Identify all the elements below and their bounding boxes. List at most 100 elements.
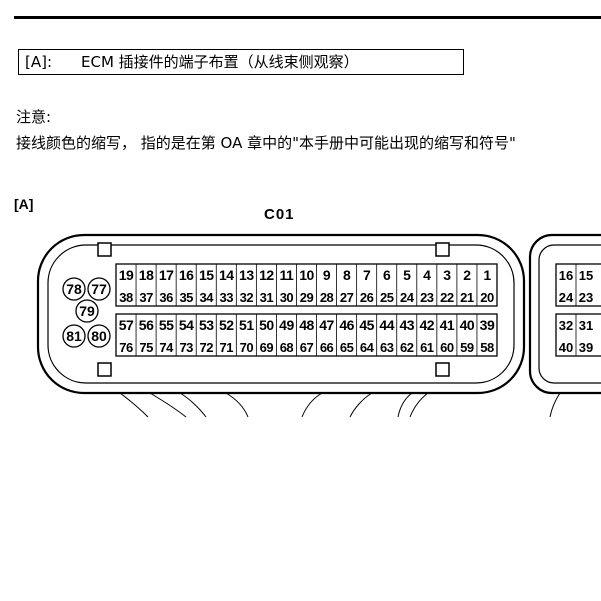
terminal-label: 64 xyxy=(360,340,375,355)
terminal-label: 36 xyxy=(159,290,173,305)
left-terminal: 81 xyxy=(62,324,86,348)
left-terminal-label: 80 xyxy=(91,328,107,344)
diagram-marker: [A] xyxy=(14,196,33,212)
terminal-label: 3 xyxy=(443,267,451,283)
terminal-label: 58 xyxy=(480,340,494,355)
terminal-label: 67 xyxy=(300,340,314,355)
terminal-label: 57 xyxy=(119,317,134,333)
terminal-label: 40 xyxy=(460,317,475,333)
terminal-label: 11 xyxy=(280,267,295,283)
terminal-label: 2 xyxy=(463,267,471,283)
terminal-label: 16 xyxy=(179,267,194,283)
section-title: ECM 插接件的端子布置（从线束侧观察） xyxy=(81,53,359,71)
second-terminal-label: 16 xyxy=(559,268,573,283)
terminal-label: 74 xyxy=(159,340,174,355)
second-terminal-label: 39 xyxy=(579,340,593,355)
section-label-box: [A]:ECM 插接件的端子布置（从线束侧观察） xyxy=(18,49,464,75)
second-terminal-label: 40 xyxy=(559,340,573,355)
terminal-label: 23 xyxy=(420,290,434,305)
second-terminal-label: 31 xyxy=(579,318,593,333)
left-terminal: 77 xyxy=(87,277,111,301)
wire-harness xyxy=(119,392,561,418)
terminal-label: 34 xyxy=(200,290,215,305)
terminal-label: 30 xyxy=(280,290,294,305)
terminal-label: 65 xyxy=(340,340,354,355)
terminal-label: 71 xyxy=(220,340,234,355)
terminal-label: 33 xyxy=(220,290,234,305)
terminal-label: 62 xyxy=(400,340,414,355)
terminal-label: 39 xyxy=(480,317,495,333)
terminal-label: 7 xyxy=(363,267,371,283)
terminal-label: 44 xyxy=(379,317,394,333)
terminal-label: 49 xyxy=(279,317,294,333)
left-terminal: 78 xyxy=(62,277,86,301)
second-terminal-label: 15 xyxy=(579,268,593,283)
terminal-label: 20 xyxy=(480,290,494,305)
terminal-label: 75 xyxy=(139,340,153,355)
terminal-label: 47 xyxy=(319,317,334,333)
terminal-label: 10 xyxy=(299,267,314,283)
terminal-label: 24 xyxy=(400,290,415,305)
second-terminal-label: 23 xyxy=(579,290,593,305)
terminal-label: 43 xyxy=(399,317,414,333)
terminal-label: 4 xyxy=(423,267,431,283)
terminal-label: 56 xyxy=(139,317,154,333)
terminal-label: 27 xyxy=(340,290,354,305)
terminal-label: 53 xyxy=(199,317,214,333)
terminal-label: 26 xyxy=(360,290,374,305)
left-terminal: 80 xyxy=(87,324,111,348)
terminal-label: 19 xyxy=(119,267,134,283)
note-text: 接线颜色的缩写， 指的是在第 OA 章中的"本手册中可能出现的缩写和符号" xyxy=(16,134,516,152)
terminal-label: 25 xyxy=(380,290,394,305)
terminal-label: 6 xyxy=(383,267,391,283)
second-terminal-label: 32 xyxy=(559,318,573,333)
terminal-label: 28 xyxy=(320,290,334,305)
terminal-label: 66 xyxy=(320,340,334,355)
terminal-label: 35 xyxy=(179,290,193,305)
terminal-label: 45 xyxy=(359,317,374,333)
terminal-label: 48 xyxy=(299,317,314,333)
terminal-label: 31 xyxy=(260,290,274,305)
left-terminal-label: 78 xyxy=(66,281,82,297)
terminal-label: 60 xyxy=(440,340,454,355)
terminal-label: 13 xyxy=(239,267,254,283)
terminal-label: 73 xyxy=(179,340,193,355)
terminal-label: 32 xyxy=(240,290,254,305)
top-rule xyxy=(14,16,601,19)
terminal-label: 61 xyxy=(420,340,434,355)
terminal-label: 8 xyxy=(343,267,351,283)
terminal-label: 50 xyxy=(259,317,274,333)
left-terminal-label: 81 xyxy=(66,328,82,344)
terminal-label: 63 xyxy=(380,340,394,355)
terminal-label: 54 xyxy=(179,317,194,333)
left-terminal-label: 77 xyxy=(91,281,107,297)
terminal-label: 12 xyxy=(259,267,274,283)
terminal-label: 38 xyxy=(119,290,133,305)
connector-name: C01 xyxy=(264,206,295,223)
terminal-label: 72 xyxy=(200,340,214,355)
terminal-label: 46 xyxy=(339,317,354,333)
second-connector-housing xyxy=(528,233,601,395)
terminal-label: 21 xyxy=(460,290,474,305)
terminal-label: 5 xyxy=(403,267,411,283)
terminal-label: 69 xyxy=(260,340,274,355)
terminal-label: 76 xyxy=(119,340,133,355)
terminal-label: 51 xyxy=(239,317,254,333)
terminal-label: 18 xyxy=(139,267,154,283)
terminal-label: 59 xyxy=(460,340,474,355)
terminal-label: 14 xyxy=(219,267,234,283)
note-title: 注意: xyxy=(16,108,52,126)
terminal-label: 9 xyxy=(323,267,331,283)
terminal-label: 15 xyxy=(199,267,214,283)
terminal-label: 42 xyxy=(420,317,435,333)
terminal-label: 1 xyxy=(483,267,491,283)
second-terminal-grid: 16 15 24 23 32 31 40 39 xyxy=(555,263,601,357)
connector-housing xyxy=(36,233,526,395)
terminal-label: 68 xyxy=(280,340,294,355)
second-terminal-label: 24 xyxy=(559,290,574,305)
terminal-label: 17 xyxy=(159,267,174,283)
terminal-label: 29 xyxy=(300,290,314,305)
